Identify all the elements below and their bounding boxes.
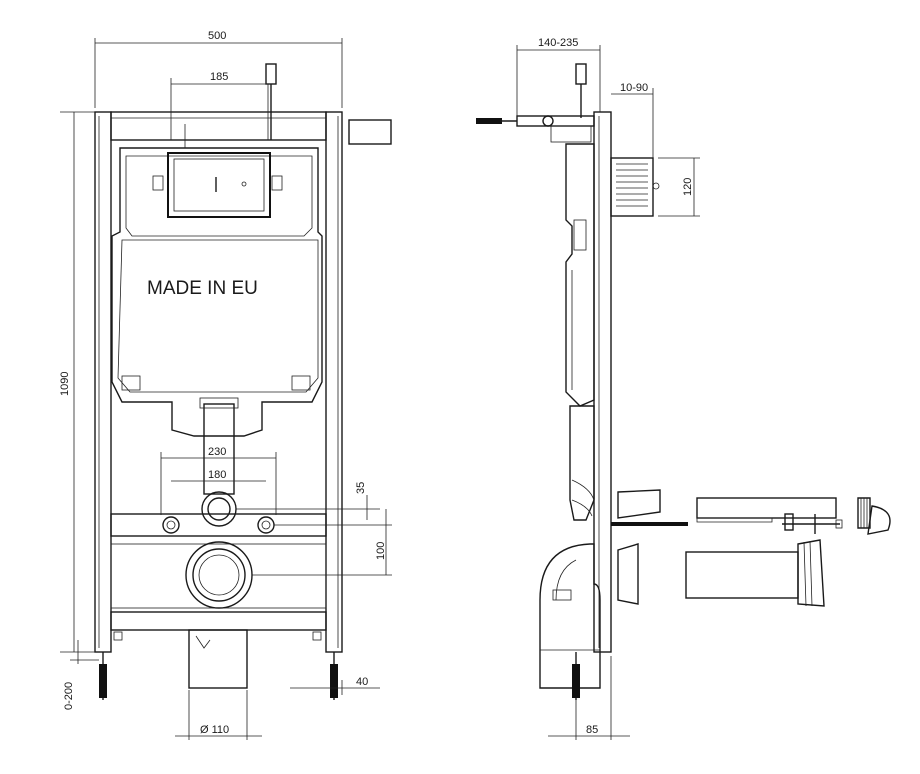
frame-top-rail <box>110 111 327 141</box>
dim-foot-range: 0-200 <box>63 640 99 710</box>
brand-label: MADE IN EU <box>147 278 258 299</box>
dim-width: 500 <box>94 30 343 108</box>
side-view: 140-235 10-90 120 85 <box>476 37 891 740</box>
dim-drain-diameter: Ø 110 <box>175 690 262 740</box>
dim-flush-offset: 185 <box>170 71 271 140</box>
svg-text:500: 500 <box>208 30 226 42</box>
water-inlet-valve <box>265 63 277 85</box>
svg-text:230: 230 <box>208 446 226 458</box>
front-view: MADE IN EU 500 185 1090 230 180 <box>59 30 392 740</box>
dim-plate-height: 120 <box>658 157 700 217</box>
svg-text:185: 185 <box>210 71 228 83</box>
frame-bottom-rail <box>110 611 327 631</box>
bolt-hole-right <box>257 516 275 534</box>
svg-text:140-235: 140-235 <box>538 37 578 49</box>
dim-bolt-outer: 230 <box>160 446 277 515</box>
side-frame-post <box>593 111 612 653</box>
dim-depth-range: 140-235 <box>516 37 601 118</box>
foot-right <box>330 652 338 700</box>
svg-text:120: 120 <box>682 178 694 196</box>
acoustic-plate <box>610 157 654 217</box>
frame-right-post <box>325 111 343 653</box>
bolt-set <box>782 513 843 534</box>
flush-panel <box>167 152 271 218</box>
mounting-rod <box>611 522 688 526</box>
bolt-hole-left <box>162 516 180 534</box>
cistern-body <box>111 147 323 437</box>
frame-left-post <box>94 111 112 653</box>
drain-elbow <box>539 543 601 689</box>
dim-drain-offset: 100 <box>252 509 392 576</box>
dim-bolt-offset: 35 <box>236 482 392 526</box>
svg-text:0-200: 0-200 <box>63 682 75 710</box>
flush-outlet <box>201 491 237 527</box>
dim-bolt-inner: 180 <box>171 469 266 482</box>
svg-text:1090: 1090 <box>59 372 71 396</box>
svg-text:Ø 110: Ø 110 <box>200 724 229 736</box>
dim-height: 1090 <box>59 111 95 653</box>
dim-plate-range: 10-90 <box>611 82 654 158</box>
side-cistern <box>565 143 595 407</box>
foot-left <box>99 652 107 700</box>
flush-button-plate <box>348 119 392 145</box>
svg-text:180: 180 <box>208 469 226 481</box>
flush-pipe <box>203 403 235 495</box>
drain-pipe <box>188 629 248 689</box>
svg-text:35: 35 <box>355 482 367 494</box>
drain-outlet <box>185 541 253 609</box>
svg-text:100: 100 <box>375 542 387 560</box>
dim-foot-offset: 40 <box>290 676 380 695</box>
svg-text:10-90: 10-90 <box>620 82 648 94</box>
svg-text:85: 85 <box>586 724 598 736</box>
dim-base-depth: 85 <box>548 656 630 740</box>
bolt-sleeve <box>857 497 891 535</box>
drain-connector <box>685 539 825 607</box>
inlet-arm <box>516 115 595 127</box>
svg-text:40: 40 <box>356 676 368 688</box>
